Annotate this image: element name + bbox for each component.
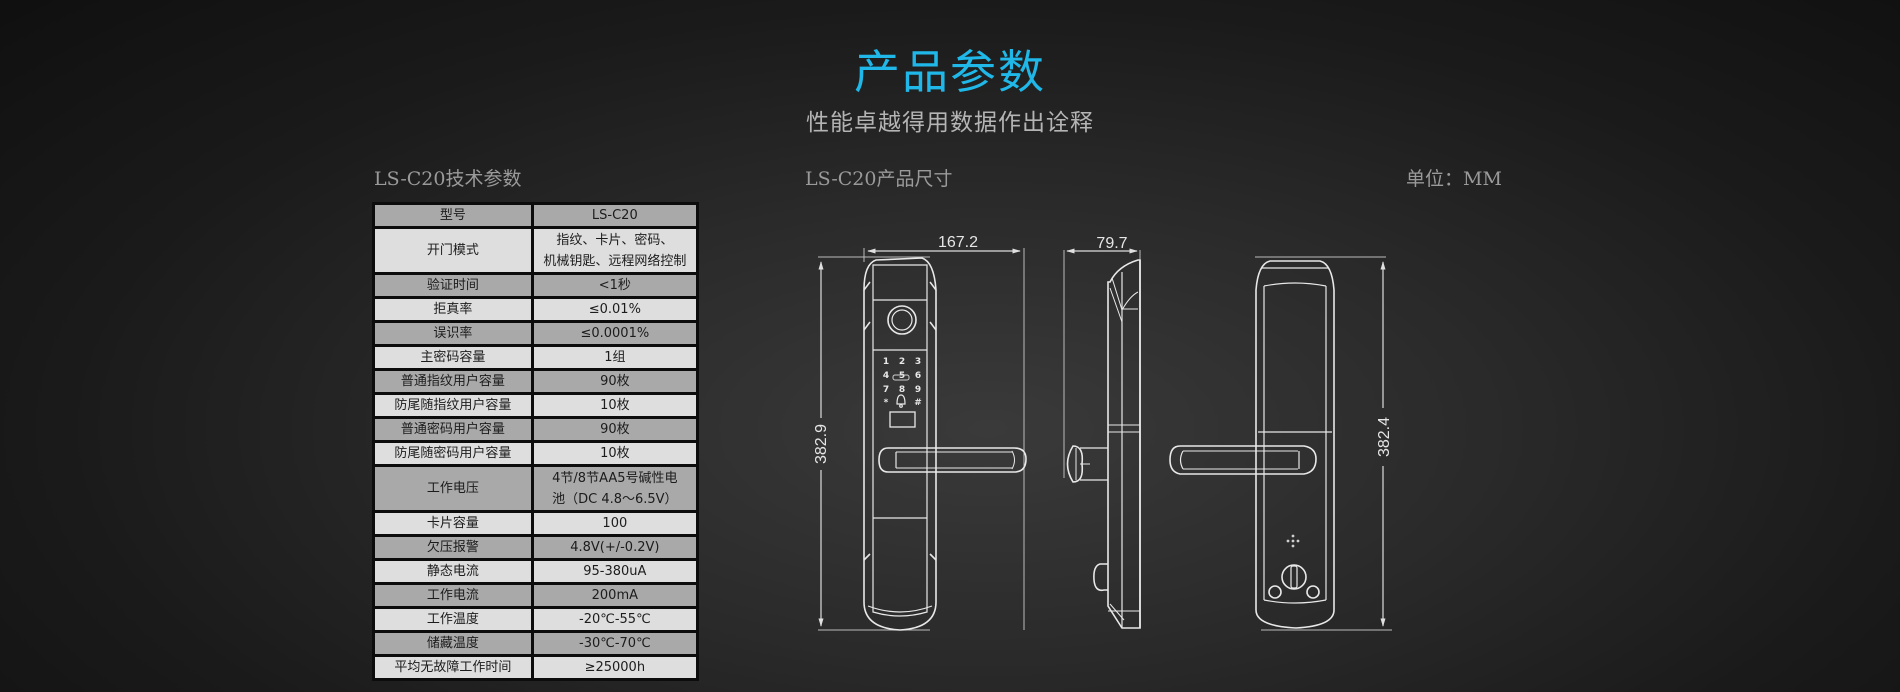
spec-value: 90枚 — [533, 371, 696, 392]
spec-value: 10枚 — [533, 395, 696, 416]
spec-value: LS-C20 — [533, 205, 696, 226]
spec-row: 平均无故障工作时间≥25000h — [375, 657, 696, 678]
spec-value-line: 池（DC 4.8～6.5V） — [552, 491, 678, 507]
front-height-label: 382.9 — [813, 424, 830, 464]
spec-value: 4节/8节AA5号碱性电池（DC 4.8～6.5V） — [533, 467, 696, 510]
spec-name: 储藏温度 — [375, 633, 531, 654]
keypad-key: 6 — [915, 371, 921, 381]
spec-name: 工作温度 — [375, 609, 531, 630]
keypad-key: 5 — [899, 371, 905, 381]
spec-value: -30℃-70℃ — [533, 633, 696, 654]
spec-row: 误识率≤0.0001% — [375, 323, 696, 344]
spec-value: 10枚 — [533, 443, 696, 464]
spec-name: 防尾随密码用户容量 — [375, 443, 531, 464]
spec-value: <1秒 — [533, 275, 696, 296]
spec-value: ≤0.01% — [533, 299, 696, 320]
back-height-label: 382.4 — [1376, 417, 1393, 457]
spec-value: 100 — [533, 513, 696, 534]
spec-name: 工作电流 — [375, 585, 531, 606]
spec-value-line: 指纹、卡片、密码、 — [556, 232, 674, 248]
spec-name: 静态电流 — [375, 561, 531, 582]
spec-value: ≤0.0001% — [533, 323, 696, 344]
spec-name: 误识率 — [375, 323, 531, 344]
spec-row: 拒真率≤0.01% — [375, 299, 696, 320]
side-handle-knob — [1066, 445, 1084, 483]
spec-value-line: 机械钥匙、远程网络控制 — [543, 253, 687, 269]
spec-name: 拒真率 — [375, 299, 531, 320]
page-subtitle: 性能卓越得用数据作出诠释 — [806, 110, 1094, 136]
back-body-outline — [1255, 260, 1335, 629]
side-depth-label: 79.7 — [1096, 235, 1127, 252]
keypad-key: 4 — [883, 371, 889, 381]
keypad-key: 9 — [915, 385, 921, 395]
spec-row: 验证时间<1秒 — [375, 275, 696, 296]
nfc-icon — [892, 374, 910, 381]
keypad-key: # — [914, 398, 922, 408]
spec-name: 防尾随指纹用户容量 — [375, 395, 531, 416]
spec-row: 开门模式指纹、卡片、密码、机械钥匙、远程网络控制 — [375, 229, 696, 272]
spec-name: 欠压报警 — [375, 537, 531, 558]
spec-row: 储藏温度-30℃-70℃ — [375, 633, 696, 654]
dimensions-label: LS-C20产品尺寸 — [805, 168, 953, 190]
keypad-key: 2 — [899, 357, 905, 367]
keypad-key: 3 — [915, 357, 921, 367]
spec-name: 主密码容量 — [375, 347, 531, 368]
screw-right-icon — [1306, 585, 1320, 599]
side-view — [1063, 248, 1141, 629]
fingerprint-sensor-icon — [887, 305, 917, 335]
spec-name: 普通指纹用户容量 — [375, 371, 531, 392]
spec-name: 验证时间 — [375, 275, 531, 296]
page-title: 产品参数 — [854, 45, 1046, 99]
front-view — [818, 248, 1027, 631]
keypad-key: 8 — [899, 385, 905, 395]
spec-name: 卡片容量 — [375, 513, 531, 534]
side-body-outline — [1107, 259, 1141, 629]
front-width-label: 167.2 — [938, 234, 978, 251]
front-handle — [878, 447, 1027, 473]
keypad-key: 1 — [883, 357, 889, 367]
spec-row: 工作温度-20℃-55℃ — [375, 609, 696, 630]
spec-name: 开门模式 — [375, 229, 531, 272]
spec-value: 4.8V(+/-0.2V) — [533, 537, 696, 558]
spec-value: ≥25000h — [533, 657, 696, 678]
spec-name: 工作电压 — [375, 467, 531, 510]
spec-value: 1组 — [533, 347, 696, 368]
back-view — [1169, 256, 1392, 631]
thumb-turn-knob — [1281, 564, 1307, 590]
specs-label: LS-C20技术参数 — [374, 168, 522, 190]
spec-value: -20℃-55℃ — [533, 609, 696, 630]
unit-label: 单位：MM — [1406, 168, 1502, 190]
speaker-dots-icon — [1286, 534, 1300, 548]
spec-value: 200mA — [533, 585, 696, 606]
back-handle — [1169, 445, 1317, 475]
bell-icon — [896, 394, 906, 408]
spec-name: 型号 — [375, 205, 531, 226]
spec-value: 95-380uA — [533, 561, 696, 582]
spec-name: 平均无故障工作时间 — [375, 657, 531, 678]
side-thumb-turn — [1093, 563, 1108, 592]
spec-value: 90枚 — [533, 419, 696, 440]
screw-left-icon — [1268, 585, 1282, 599]
keypad-key: * — [884, 398, 889, 408]
keypad-key: 7 — [883, 385, 889, 395]
front-inner-panel — [872, 264, 928, 617]
card-reader-window — [889, 411, 916, 428]
front-body-outline — [863, 257, 937, 631]
spec-value: 指纹、卡片、密码、机械钥匙、远程网络控制 — [533, 229, 696, 272]
spec-name: 普通密码用户容量 — [375, 419, 531, 440]
spec-value-line: 4节/8节AA5号碱性电 — [552, 470, 678, 486]
